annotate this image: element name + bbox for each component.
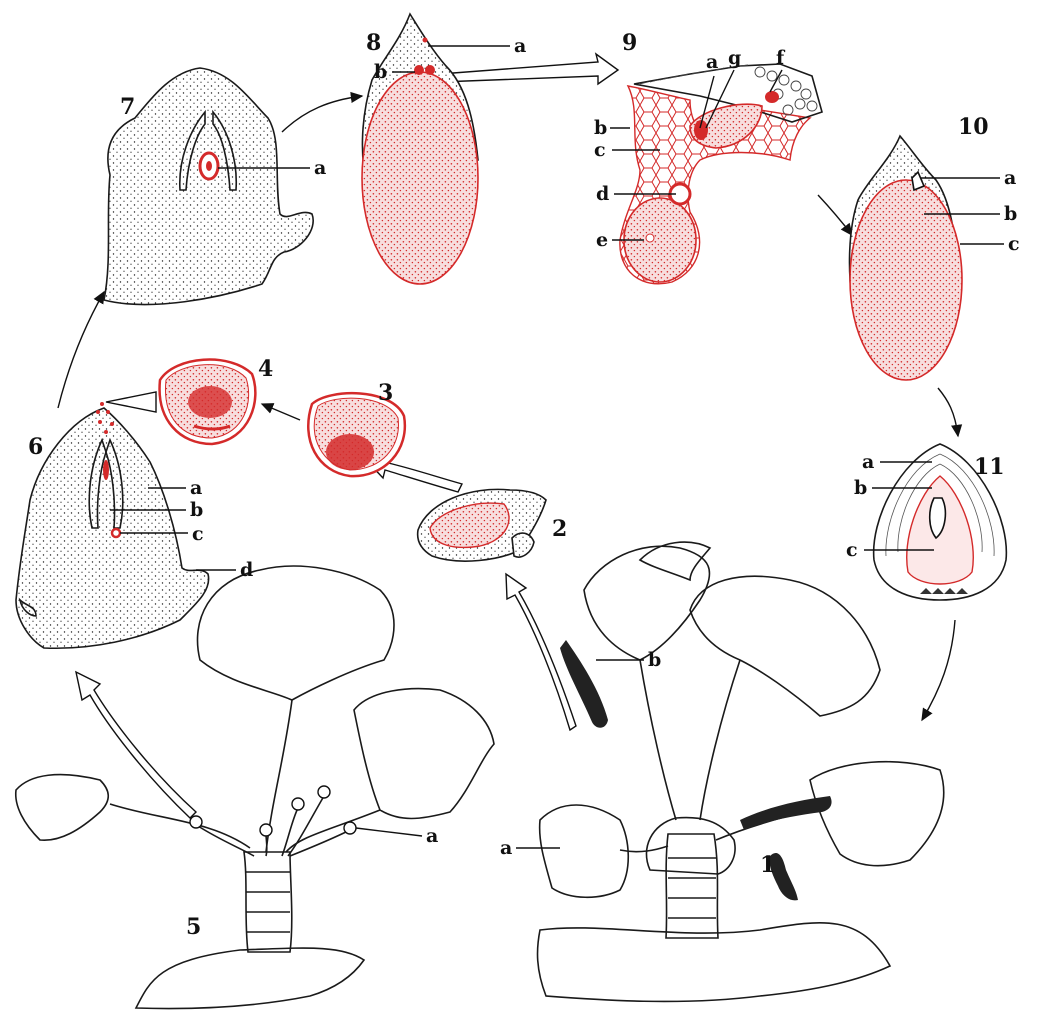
fig6-label-a: a: [190, 477, 202, 499]
fig9-label-c: c: [594, 139, 606, 161]
fig8-label-b: b: [374, 61, 387, 83]
pollen-cones: [560, 640, 832, 900]
fig9-label-b: b: [594, 117, 607, 139]
arrow-7-to-8: [282, 96, 362, 132]
figure-number-6: 6: [28, 434, 43, 460]
fig6-label-b: b: [190, 499, 203, 521]
figure-7-ovule-section: [104, 68, 313, 305]
figure-number-7: 7: [120, 94, 135, 120]
hollow-arrow-8-to-9: [440, 54, 618, 84]
figure-number-4: 4: [258, 356, 273, 382]
figure-9-cellular-detail: [610, 64, 822, 284]
fig9-label-g: g: [728, 47, 741, 69]
arrow-6-to-7: [58, 292, 104, 408]
arrow-11-to-1: [922, 620, 955, 720]
figure-number-5: 5: [186, 914, 201, 940]
arrow-9-to-10: [818, 195, 852, 235]
figure-number-8: 8: [366, 30, 381, 56]
figure-number-11: 11: [974, 454, 1005, 480]
hollow-arrow-5-to-6: [76, 672, 196, 818]
fig9-label-a: a: [706, 51, 718, 73]
figure-number-9: 9: [622, 30, 637, 56]
figure-8-seed-section: [362, 14, 510, 284]
fig11-label-b: b: [854, 477, 867, 499]
arrow-3-to-4: [262, 404, 300, 420]
fig1-label-a: a: [500, 837, 512, 859]
arrow-10-to-11: [938, 388, 958, 436]
fig9-label-e: e: [596, 229, 608, 251]
fig11-label-a: a: [862, 451, 874, 473]
fig10-label-b: b: [1004, 203, 1017, 225]
fig5-label-a: a: [426, 825, 438, 847]
fig10-label-a: a: [1004, 167, 1016, 189]
figure-1-male-shoot: [516, 542, 944, 1001]
figure-number-10: 10: [958, 114, 989, 140]
fig6-label-c: c: [192, 523, 204, 545]
fig1-label-b: b: [648, 649, 661, 671]
figure-2-microsporangium: [418, 489, 546, 561]
fig9-label-d: d: [596, 183, 609, 205]
hollow-pointer-4-to-6: [106, 392, 156, 412]
figure-4-pollen-grain: [160, 360, 256, 444]
fig6-label-d: d: [240, 559, 253, 581]
figure-number-3: 3: [378, 380, 393, 406]
fig7-label-a: a: [314, 157, 326, 179]
fig10-label-c: c: [1008, 233, 1020, 255]
fig11-label-c: c: [846, 539, 858, 561]
figure-number-2: 2: [552, 516, 567, 542]
figure-10-mature-seed: [850, 136, 1004, 380]
fig8-label-a: a: [514, 35, 526, 57]
figure-number-1: 1: [760, 852, 775, 878]
